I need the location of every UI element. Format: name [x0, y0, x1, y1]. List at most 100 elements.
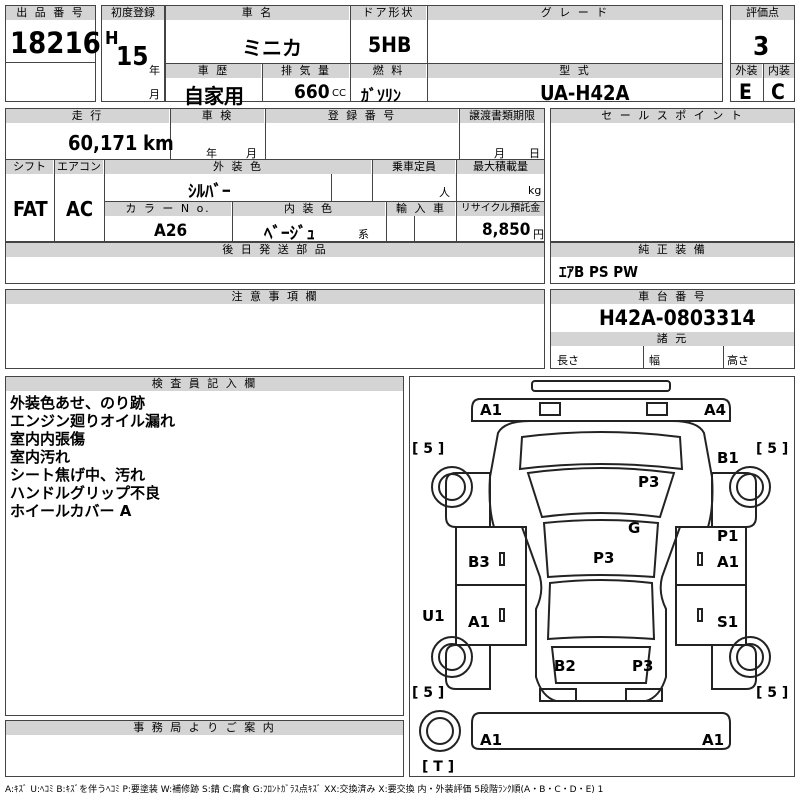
score-header: 評価点	[731, 6, 794, 20]
model: UA-H42A	[540, 81, 630, 105]
first-registration-header: 初度登録	[102, 6, 164, 20]
aircon-header: エアコン	[55, 160, 103, 174]
lot-number: 18216	[10, 26, 101, 60]
exterior-grade: E	[739, 80, 752, 104]
exterior-header: 外装	[731, 64, 762, 78]
lot-number-box: 出 品 番 号 18216	[5, 5, 101, 102]
note-line: エンジン廻りオイル漏れ	[10, 412, 176, 430]
length-label: 長さ	[557, 354, 579, 367]
fuel-header: 燃 料	[351, 64, 426, 78]
width-label: 幅	[649, 354, 660, 367]
recycle-header: リサイクル預託金	[457, 202, 544, 216]
damage-mark: S1	[717, 613, 738, 631]
equipment-box: 純 正 装 備 ｴｱB PS PW	[550, 242, 795, 284]
registration-header: 登 録 番 号	[266, 109, 458, 123]
chassis-number: H42A-0803314	[599, 306, 756, 330]
model-header: 型 式	[428, 64, 722, 78]
tire-label: [ 5 ]	[412, 441, 444, 457]
damage-mark: P3	[632, 657, 653, 675]
inspection-year-unit: 年	[206, 147, 217, 160]
color-no-header: カ ラ ー N o.	[105, 202, 231, 216]
displacement: 660	[294, 81, 330, 103]
tire-label: [ 5 ]	[756, 441, 788, 457]
first-registration-box: 初度登録 H 15 年 月	[101, 5, 165, 102]
damage-mark: P3	[638, 473, 659, 491]
equipment: ｴｱB PS PW	[559, 263, 639, 281]
interior-color: ﾍﾞｰｼﾞｭ	[264, 224, 315, 244]
exterior-color: ｼﾙﾊﾞｰ	[188, 182, 231, 202]
damage-diagram-box: A1 A4 B1 P3 G P1 A1 B3 P3 U1 A1 S1 B2 P3…	[409, 376, 795, 777]
capacity-header: 乗車定員	[373, 160, 455, 174]
damage-mark: B1	[717, 449, 739, 467]
damage-mark: A4	[704, 401, 726, 419]
inspector-header: 検 査 員 記 入 欄	[6, 377, 403, 391]
grade-header: グ レ ー ド	[428, 6, 722, 20]
year-unit: 年	[149, 64, 160, 77]
load-header: 最大積載量	[457, 160, 544, 174]
capacity-unit: 人	[439, 186, 450, 199]
recycle-deposit: 8,850	[482, 220, 531, 240]
specs-header: 諸 元	[551, 332, 794, 346]
door-type: 5HB	[368, 33, 412, 57]
sales-points-box: セ ー ル ス ポ イ ン ト	[550, 108, 795, 242]
fuel: ｶﾞｿﾘﾝ	[361, 86, 402, 105]
later-parts-header: 後 日 発 送 部 品	[6, 243, 544, 257]
note-line: 室内汚れ	[10, 448, 71, 466]
interior-header: 内装	[764, 64, 794, 78]
sales-points-header: セ ー ル ス ポ イ ン ト	[551, 109, 794, 123]
era: H	[105, 28, 119, 49]
car-name: ミニカ	[242, 36, 302, 60]
inspection-header: 車 検	[171, 109, 264, 123]
height-label: 高さ	[727, 354, 749, 367]
note-line: 外装色あせ、のり跡	[10, 394, 146, 412]
color-number: A26	[154, 221, 188, 241]
interior-grade: C	[771, 80, 785, 104]
legend: A:ｷｽﾞ U:ﾍｺﾐ B:ｷｽﾞを伴うﾍｺﾐ P:要塗装 W:補修跡 S:錆 …	[5, 785, 604, 795]
import-header: 輸 入 車	[387, 202, 455, 216]
transfer-day-unit: 日	[529, 147, 540, 160]
damage-mark: A1	[480, 401, 502, 419]
later-parts-box: 後 日 発 送 部 品	[5, 242, 545, 284]
month-unit: 月	[149, 88, 160, 101]
inspector-notes: 外装色あせ、のり跡 エンジン廻りオイル漏れ 室内内張傷 室内汚れ シート焦げ中、…	[10, 394, 175, 520]
tire-label: [ 5 ]	[412, 685, 444, 701]
damage-mark: B2	[554, 657, 576, 675]
damage-mark: P1	[717, 527, 738, 545]
chassis-header: 車 台 番 号	[551, 290, 794, 304]
damage-mark: U1	[422, 607, 445, 625]
damage-mark: P3	[593, 549, 614, 567]
displacement-header: 排 気 量	[263, 64, 349, 78]
shift: FAT	[13, 197, 48, 221]
damage-mark: A1	[480, 731, 502, 749]
car-info-box: 車 名 ドア形状 グ レ ー ド ミニカ 5HB 車 歴 排 気 量 燃 料 型…	[165, 5, 723, 108]
note-line: シート焦げ中、汚れ	[10, 466, 146, 484]
vehicle-detail-box: 走 行 車 検 登 録 番 号 譲渡書類期限 60,171 km 年 月 月 日…	[5, 108, 545, 244]
damage-mark: G	[628, 519, 640, 537]
tire-label: [ T ]	[422, 759, 454, 775]
score-box: 評価点 3 外装 内装 E C	[730, 5, 795, 104]
registration-year: 15	[116, 42, 149, 72]
aircon: AC	[66, 197, 94, 221]
transfer-month-unit: 月	[494, 147, 505, 160]
damage-mark: A1	[717, 553, 739, 571]
chassis-box: 車 台 番 号 H42A-0803314 諸 元 長さ 幅 高さ	[550, 289, 795, 369]
office-header: 事 務 局 よ り ご 案 内	[6, 721, 403, 735]
office-box: 事 務 局 よ り ご 案 内	[5, 720, 404, 777]
car-diagram: A1 A4 B1 P3 G P1 A1 B3 P3 U1 A1 S1 B2 P3…	[412, 380, 788, 775]
inspector-box: 検 査 員 記 入 欄 外装色あせ、のり跡 エンジン廻りオイル漏れ 室内内張傷 …	[5, 376, 404, 716]
mileage-header: 走 行	[6, 109, 169, 123]
interior-color-header: 内 装 色	[233, 202, 385, 216]
lot-number-header: 出 品 番 号	[6, 6, 95, 20]
notes-box: 注 意 事 項 欄	[5, 289, 545, 369]
recycle-unit: 円	[533, 228, 544, 241]
load-unit: kg	[528, 184, 542, 197]
damage-mark: A1	[468, 613, 490, 631]
interior-color-unit: 系	[358, 228, 369, 241]
note-line: ハンドルグリップ不良	[10, 484, 161, 502]
history-header: 車 歴	[166, 64, 261, 78]
mileage-unit: km	[143, 131, 174, 155]
inspection-month-unit: 月	[246, 147, 257, 160]
transfer-header: 譲渡書類期限	[460, 109, 544, 123]
score: 3	[753, 32, 770, 62]
damage-mark: B3	[468, 553, 490, 571]
